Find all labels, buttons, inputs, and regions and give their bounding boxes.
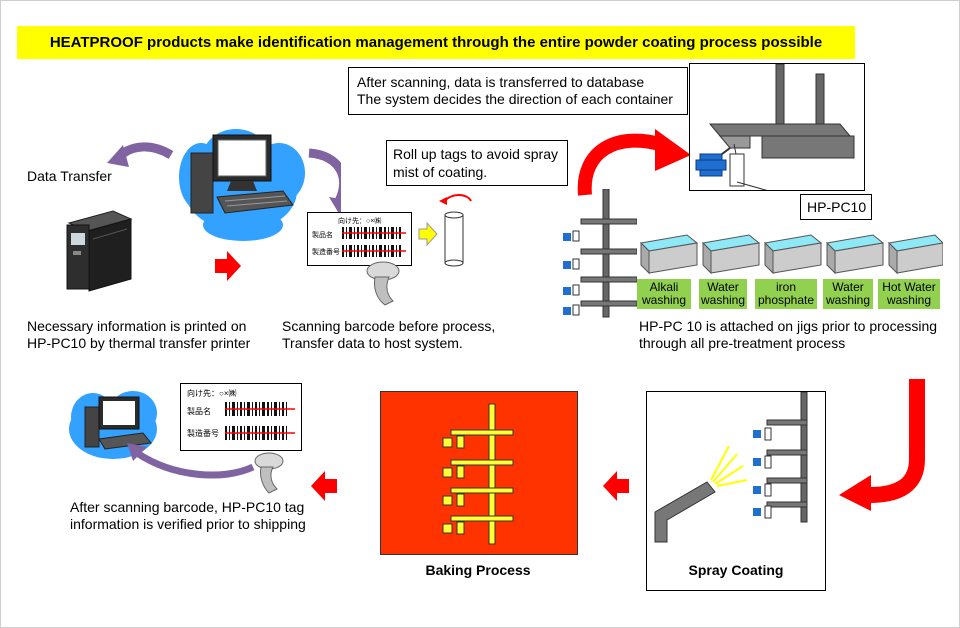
conveyor-jig-illustration: [695, 63, 855, 203]
flow-arrow-left-1: [603, 471, 629, 501]
stage-label-line1: iron: [775, 280, 796, 294]
roll-up-note-box: Roll up tags to avoid spray mist of coat…: [386, 140, 568, 186]
baking-jig-illustration: [442, 403, 514, 545]
database-note-line2: The system decides the direction of each…: [357, 91, 673, 107]
jig-caption-line1: HP-PC 10 is attached on jigs prior to pr…: [639, 318, 938, 334]
barcode-icon: [225, 402, 295, 440]
spray-coating-box: Spray Coating: [646, 391, 826, 591]
pretreatment-baths: [639, 234, 943, 275]
roll-up-tag-illustration: [418, 194, 472, 267]
stage-label-line2: washing: [700, 293, 746, 307]
stage-label-line1: Hot Water: [882, 280, 936, 294]
barcode-label-card: 向け先：○×㈱ 製品名 製造番号: [307, 212, 412, 266]
shipping-barcode-card: 向け先：○×㈱ 製品名 製造番号: [180, 383, 302, 451]
flow-arrow-curved-1: [577, 129, 691, 196]
baking-process-box: [380, 391, 578, 555]
baking-process-label: Baking Process: [425, 562, 531, 578]
roll-up-note-line1: Roll up tags to avoid spray: [393, 146, 558, 162]
printer-computer-illustration: [66, 129, 341, 292]
stage-label-line1: Water: [707, 280, 739, 294]
database-note-box: After scanning, data is transferred to d…: [348, 67, 688, 115]
printer-caption-line1: Necessary information is printed on: [27, 318, 247, 334]
conveyor-detail-box: [689, 63, 865, 203]
jig-caption-line2: through all pre-treatment process: [639, 335, 846, 351]
computer-icon: [84, 396, 152, 450]
scan-caption-line2: Transfer data to host system.: [282, 335, 463, 351]
handheld-scanner-icon: [254, 452, 284, 494]
stage-label-line1: Water: [832, 280, 864, 294]
flow-arrow-left-2: [311, 471, 337, 501]
jig-with-tags-illustration: [563, 189, 637, 318]
spray-coating-illustration: [654, 391, 808, 543]
stage-label-line2: washing: [641, 293, 687, 307]
label-destination: 向け先：○×㈱: [338, 218, 382, 225]
label-serial-number: 製造番号: [312, 249, 340, 256]
label-product-name: 製品名: [312, 232, 333, 239]
shipping-verification-illustration: [69, 391, 284, 494]
ship-caption-line1: After scanning barcode, HP-PC10 tag: [70, 499, 305, 515]
ship-caption-line2: information is verified prior to shippin…: [70, 516, 306, 532]
label-product-name: 製品名: [187, 407, 211, 416]
roll-up-note-line2: mist of coating.: [393, 164, 488, 180]
barcode-icon: [342, 227, 406, 257]
stage-label-line2: washing: [886, 293, 931, 307]
computer-icon: [190, 134, 294, 214]
tag-name-callout: HP-PC10: [800, 194, 872, 220]
spray-coating-label: Spray Coating: [688, 562, 784, 578]
flow-arrow-right-1: [215, 251, 241, 281]
flow-arrow-curved-2: [839, 379, 925, 511]
printer-icon: [66, 210, 133, 292]
tag-name-label: HP-PC10: [807, 199, 867, 215]
stage-label-line2: washing: [825, 293, 871, 307]
stage-label-line2: phosphate: [757, 293, 815, 307]
database-note-line1: After scanning, data is transferred to d…: [357, 74, 645, 90]
printer-caption-line2: HP-PC10 by thermal transfer printer: [27, 335, 251, 351]
data-transfer-label: Data Transfer: [27, 168, 112, 184]
label-destination: 向け先：○×㈱: [187, 389, 237, 398]
label-serial-number: 製造番号: [187, 429, 219, 438]
scan-caption-line1: Scanning barcode before process,: [282, 318, 496, 334]
stage-label-line1: Alkali: [649, 280, 679, 294]
handheld-scanner-icon: [366, 261, 400, 306]
headline-banner: HEATPROOF products make identification m…: [17, 26, 855, 59]
